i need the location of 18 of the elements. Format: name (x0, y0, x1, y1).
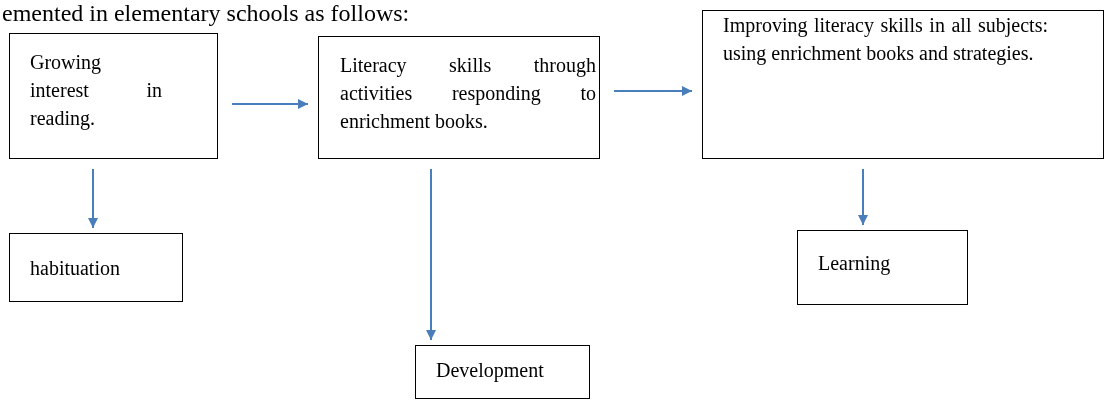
process-box (415, 345, 590, 399)
arrow (88, 168, 98, 229)
box-text: habituation (30, 256, 121, 281)
box-text: Literacy skills through activities responding to enrichment books. (340, 53, 596, 134)
arrow (858, 168, 868, 226)
arrow (426, 168, 436, 341)
process-box (702, 10, 1104, 159)
box-text: Improving literacy skills in all subjects: using enrichment books and strategies. (723, 13, 1048, 67)
process-box (318, 36, 600, 159)
arrow (613, 86, 693, 96)
heading-text: emented in elementary schools as follows: (2, 0, 410, 26)
process-box (9, 33, 218, 159)
box-text: Growing interest in reading. (30, 50, 162, 132)
process-box (9, 233, 183, 302)
process-box (797, 230, 968, 305)
box-text: Development (436, 358, 545, 384)
arrow (231, 99, 309, 109)
box-text: Learning (818, 251, 892, 277)
